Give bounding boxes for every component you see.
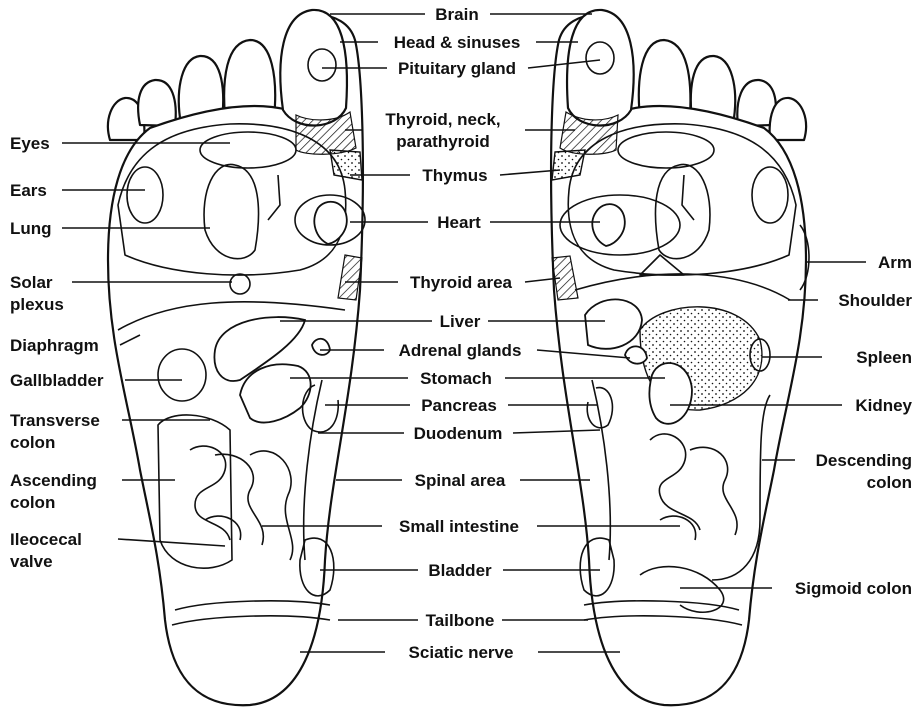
label-pituitary: Pituitary gland	[398, 59, 516, 78]
label-tailbone: Tailbone	[426, 611, 495, 630]
label-descending-1: Descending	[816, 451, 912, 470]
right-adrenal-shape	[625, 346, 647, 363]
left-adrenal-shape	[312, 339, 330, 355]
label-liver: Liver	[440, 312, 481, 331]
label-sciatic: Sciatic nerve	[409, 643, 514, 662]
label-kidney: Kidney	[855, 396, 912, 415]
label-eyes: Eyes	[10, 134, 50, 153]
label-pancreas: Pancreas	[421, 396, 497, 415]
right-thymus-zone	[552, 150, 585, 180]
label-gallbladder: Gallbladder	[10, 371, 104, 390]
label-diaphragm: Diaphragm	[10, 336, 99, 355]
label-duodenum: Duodenum	[414, 424, 503, 443]
label-thymus: Thymus	[422, 166, 487, 185]
label-shoulder: Shoulder	[838, 291, 912, 310]
label-thyroid-area: Thyroid area	[410, 273, 513, 292]
label-lung: Lung	[10, 219, 52, 238]
label-ears: Ears	[10, 181, 47, 200]
label-solar-1: Solar	[10, 273, 53, 292]
left-foot	[108, 10, 365, 705]
label-thyroid-neck-2: parathyroid	[396, 132, 490, 151]
label-brain: Brain	[435, 5, 478, 24]
label-thyroid-neck-1: Thyroid, neck,	[385, 110, 500, 129]
label-stomach: Stomach	[420, 369, 492, 388]
label-head-sinuses: Head & sinuses	[394, 33, 521, 52]
right-big-toe	[567, 10, 634, 126]
label-arm: Arm	[878, 253, 912, 272]
label-heart: Heart	[437, 213, 481, 232]
label-adrenal: Adrenal glands	[399, 341, 522, 360]
label-ileocecal-1: Ileocecal	[10, 530, 82, 549]
label-ileocecal-2: valve	[10, 552, 53, 571]
label-ascending-2: colon	[10, 493, 55, 512]
label-bladder: Bladder	[428, 561, 492, 580]
label-descending-2: colon	[867, 473, 912, 492]
right-small-toe	[770, 98, 806, 140]
label-spleen: Spleen	[856, 348, 912, 367]
label-spinal: Spinal area	[415, 471, 506, 490]
right-kidney-shape	[649, 363, 692, 424]
label-transverse-1: Transverse	[10, 411, 100, 430]
left-fourth-toe	[138, 80, 176, 126]
label-small-intestine: Small intestine	[399, 517, 519, 536]
label-ascending-1: Ascending	[10, 471, 97, 490]
label-sigmoid: Sigmoid colon	[795, 579, 912, 598]
label-solar-2: plexus	[10, 295, 64, 314]
label-transverse-2: colon	[10, 433, 55, 452]
